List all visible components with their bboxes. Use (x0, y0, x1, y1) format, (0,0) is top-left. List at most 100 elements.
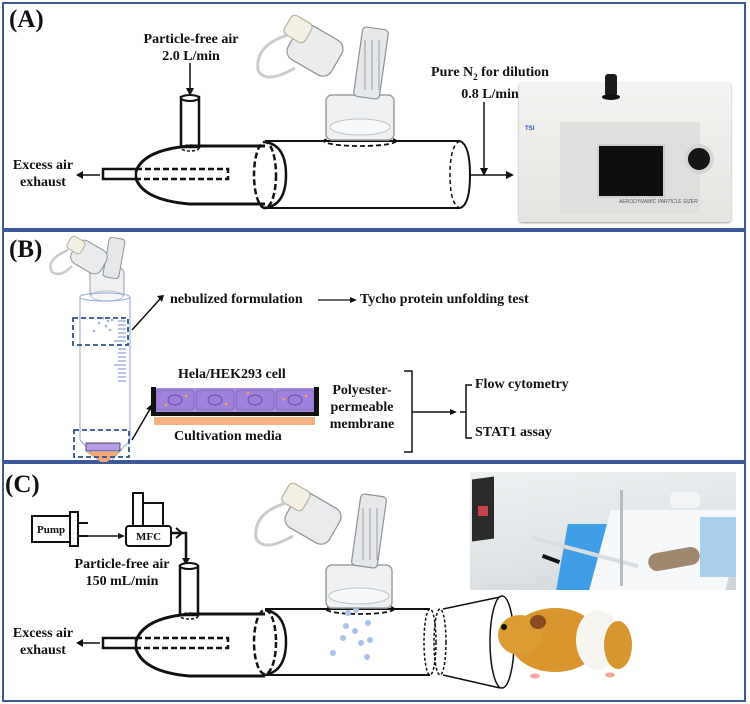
inlet-flow-label: Particle-free air 2.0 L/min (126, 31, 256, 65)
inlet-gas: Particle-free air (74, 557, 170, 572)
photo-cup (670, 492, 700, 508)
pump-plug (69, 511, 79, 547)
joint-ring-outer (264, 608, 288, 677)
inlet-flow-label: Particle-free air 150 mL/min (62, 556, 182, 590)
aerodynamic-particle-sizer: TSI AERODYNAMIC PARTICLE SIZER (519, 74, 731, 222)
photo-wire (620, 490, 623, 586)
insert-zone-box (73, 429, 130, 458)
aerosol-droplets (330, 607, 373, 660)
aps-name: AERODYNAMIC PARTICLE SIZER (619, 199, 698, 205)
particles (164, 391, 308, 407)
membrane-line1: Polyester- (332, 383, 392, 398)
mfc-to-inlet-arrow (171, 531, 188, 560)
exhaust-label: Excess air exhaust (6, 625, 80, 659)
arrow-head (182, 558, 190, 565)
tube-media (86, 452, 120, 464)
arrow-head (350, 297, 357, 303)
pump-box (31, 515, 71, 543)
exhaust-tube (101, 636, 138, 650)
arrow-head (157, 295, 164, 302)
to-formulation-arrow (131, 298, 161, 331)
dilution-label: Pure N2 for dilution 0.8 L/min (420, 64, 560, 103)
exhaust-line2: exhaust (20, 175, 66, 190)
pump-label: Pump (37, 524, 66, 536)
cone-joint (423, 608, 437, 676)
arrow-head (76, 639, 83, 647)
cell-line-label: Hela/HEK293 cell (178, 367, 286, 382)
mfc-stem (132, 492, 144, 527)
arrow-head (450, 409, 457, 415)
membrane-line2: permeable (330, 400, 394, 415)
nebulized-formulation-label: nebulized formulation (170, 292, 303, 307)
inlet-gas: Particle-free air (143, 32, 239, 47)
transwell-insert (151, 387, 319, 425)
membrane-label: Polyester- permeable membrane (326, 382, 398, 433)
dilution-gas: Pure N2 for dilution (420, 64, 560, 86)
nebulizer-device (256, 14, 395, 141)
aps-inlet-base (602, 94, 620, 100)
dilution-gas-sub: 2 (473, 71, 478, 82)
arrow-head (506, 171, 514, 179)
exhaust-line2: exhaust (20, 643, 66, 658)
insert-membrane (85, 442, 121, 452)
aps-inlet-nozzle (605, 74, 617, 96)
membrane-line3: membrane (329, 417, 395, 432)
dilution-gas-suffix: for dilution (477, 65, 549, 80)
arrow-head (175, 527, 184, 539)
aps-knob[interactable] (684, 144, 714, 174)
assays-bracket (460, 384, 472, 439)
cultivation-media-label: Cultivation media (174, 429, 282, 444)
assay-stat1: STAT1 assay (475, 425, 552, 440)
droplets (92, 316, 114, 333)
exposure-setup-photo (470, 472, 736, 590)
guinea-pig (498, 608, 632, 679)
photo-blue-sheet (700, 517, 736, 577)
dilution-rate: 0.8 L/min (461, 86, 519, 102)
to-transwell-arrow (131, 408, 151, 441)
inlet-rate: 150 mL/min (85, 574, 159, 589)
exhaust-label: Excess air exhaust (6, 157, 80, 191)
arrow-head (480, 168, 488, 176)
panel-c-label: (C) (5, 471, 40, 498)
conical-tube (79, 292, 131, 464)
joint-ring-outer (264, 140, 288, 210)
photo-mfc-label (478, 506, 488, 516)
exhaust-line1: Excess air (12, 158, 74, 173)
aps-screen[interactable] (597, 144, 665, 198)
tycho-test-label: Tycho protein unfolding test (360, 292, 529, 307)
nuclei (167, 394, 303, 406)
exhaust-line1: Excess air (12, 626, 74, 641)
inner-tube (136, 167, 230, 181)
assay-flow-cytometry: Flow cytometry (475, 377, 569, 392)
inlet-rate: 2.0 L/min (162, 49, 220, 64)
arrow-head (118, 533, 125, 539)
outlet-end-back (449, 140, 461, 209)
cone-joint (433, 608, 447, 676)
panel-a-label: (A) (9, 6, 44, 33)
exhaust-tube (101, 167, 138, 181)
dilution-gas-n: Pure N (431, 65, 474, 80)
inlet-tube-top (180, 94, 200, 102)
panel-b (2, 230, 746, 462)
arrow-head (186, 88, 194, 96)
nebulizer-port (323, 135, 397, 147)
mixing-chamber (133, 612, 265, 678)
inlet-tube (178, 564, 200, 617)
inlet-joint (180, 144, 200, 152)
inner-tube (136, 636, 230, 650)
arrow-head (76, 171, 83, 179)
nebulizer-device (254, 482, 393, 609)
graduation-marks (114, 320, 126, 382)
joint-ring (252, 608, 278, 676)
panel-b-label: (B) (9, 236, 43, 263)
mfc-body (142, 502, 164, 527)
aps-brand: TSI (525, 126, 535, 132)
mfc-label: MFC (136, 531, 162, 543)
inlet-tube-top (179, 562, 199, 570)
nose-cone-bottom (442, 674, 501, 689)
nose-cone-top (442, 596, 501, 610)
inlet-joint (179, 612, 199, 620)
